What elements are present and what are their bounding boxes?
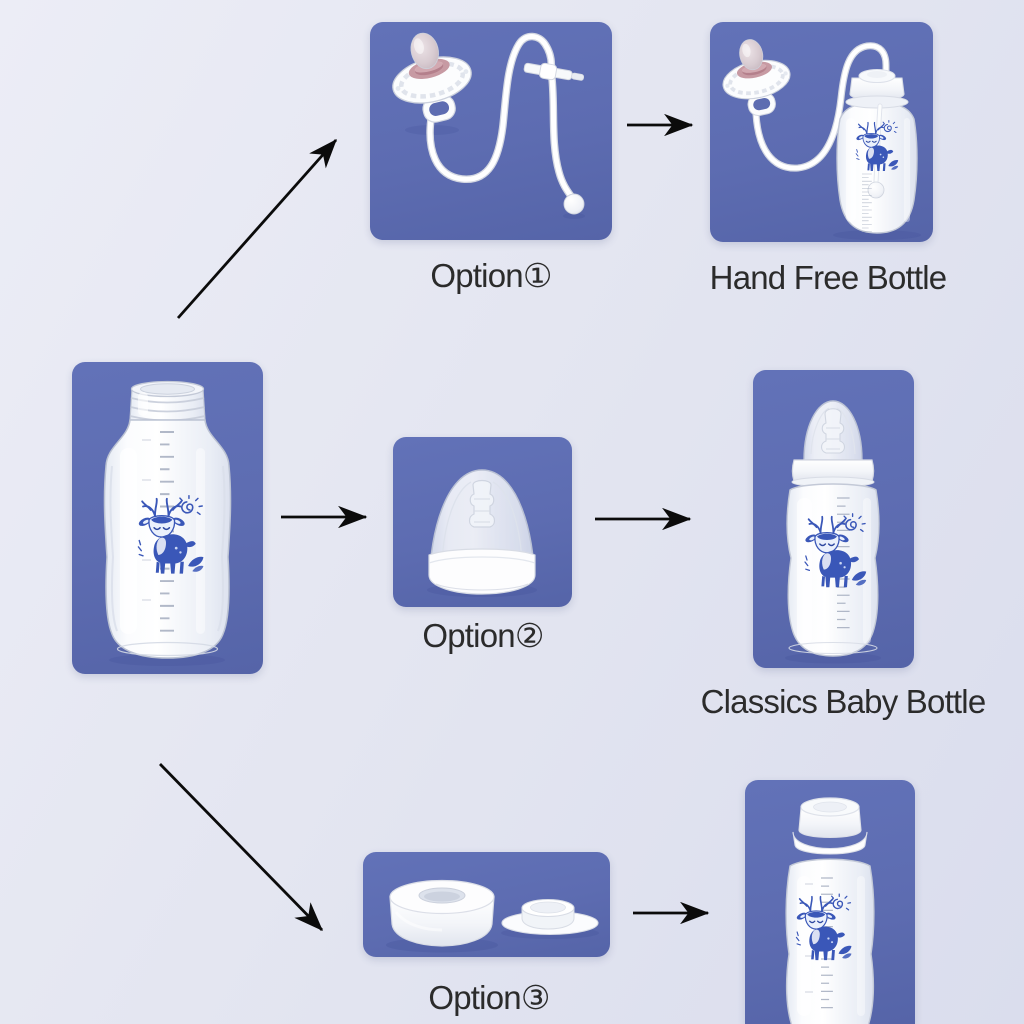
arrow-base-to-option3 [158, 763, 324, 932]
option2-label: Option② [422, 617, 544, 654]
panel-storage-bottle [745, 780, 915, 1024]
option1-label: Option① [430, 257, 552, 294]
pacifier-tube-kit-illustration [370, 22, 585, 219]
tube-clamp-icon [523, 62, 585, 81]
classics-baby-bottle-label: Classics Baby Bottle [700, 683, 987, 720]
sealing-caps-illustration [386, 879, 599, 953]
panel-option-1 [370, 22, 612, 240]
classics-bottle-illustration [785, 400, 881, 664]
storage-bottle-illustration [785, 797, 875, 1024]
panel-classics-baby-bottle [753, 370, 914, 668]
arrow-base-to-option1 [176, 138, 338, 319]
option3-label: Option③ [428, 979, 550, 1016]
sealing-disc-icon [501, 898, 599, 936]
tube-weight-ball-icon [563, 193, 585, 215]
base-bottle-illustration [103, 380, 232, 666]
wide-neck-nipple-icon [428, 469, 536, 595]
screw-cap-icon [389, 879, 495, 947]
silicone-nipple-illustration [427, 469, 537, 597]
panel-hand-free-bottle [710, 22, 933, 242]
panel-base-bottle [72, 362, 263, 674]
pacifier-icon [382, 24, 481, 131]
hand-free-bottle-label: Hand Free Bottle [709, 259, 947, 296]
panel-option-3 [363, 852, 610, 957]
hand-free-bottle-illustration [712, 30, 921, 240]
panel-option-2 [393, 437, 572, 607]
pacifier-icon [712, 30, 800, 124]
